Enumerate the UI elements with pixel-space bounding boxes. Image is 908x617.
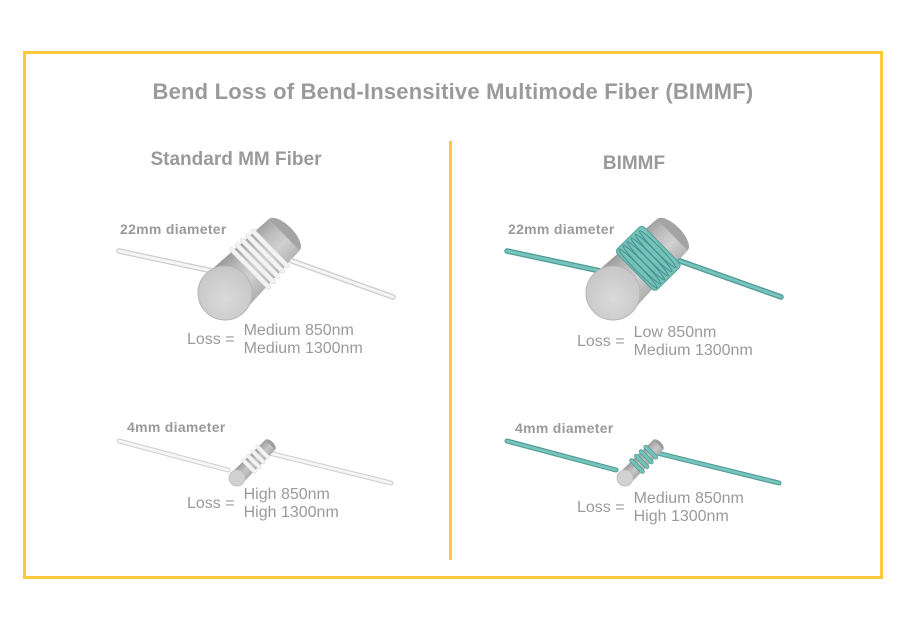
loss-bimmf-22mm: Loss = Low 850nm Medium 1300nm	[577, 324, 753, 360]
diameter-label-bimmf-4mm: 4mm diameter	[515, 420, 614, 436]
mandrel-cylinder	[197, 217, 302, 321]
loss-standard-4mm: Loss = High 850nm High 1300nm	[187, 486, 339, 522]
loss-850-value: Low 850nm	[633, 324, 717, 341]
loss-850-value: Medium 850nm	[243, 322, 354, 339]
column-header-standard: Standard MM Fiber	[150, 149, 322, 170]
fiber-wraps	[629, 444, 659, 474]
loss-equals-label: Loss =	[187, 331, 235, 348]
outer-frame	[23, 51, 883, 579]
spool-graphic-icon	[504, 217, 784, 321]
loss-1300-value: High 1300nm	[243, 504, 339, 521]
fiber-out	[677, 258, 784, 300]
loss-1300-value: Medium 1300nm	[243, 340, 363, 357]
loss-850-value: High 850nm	[243, 486, 330, 503]
loss-equals-label: Loss =	[577, 333, 625, 350]
diameter-label-standard-22mm: 22mm diameter	[120, 221, 227, 237]
loss-850-value: Medium 850nm	[633, 490, 744, 507]
mandrel-rod	[616, 439, 664, 487]
loss-1300-value: High 1300nm	[633, 508, 729, 525]
spool-graphic-icon	[116, 217, 396, 321]
fiber-wraps	[615, 225, 681, 291]
standard-4mm-rod-illustration	[95, 415, 405, 535]
rod-graphic-icon	[504, 438, 782, 487]
column-header-bimmf: BIMMF	[602, 153, 666, 174]
fiber-in	[116, 438, 231, 473]
loss-equals-label: Loss =	[577, 499, 625, 516]
fiber-out	[289, 258, 396, 300]
loss-bimmf-4mm: Loss = Medium 850nm High 1300nm	[577, 490, 744, 526]
fiber-out	[262, 449, 394, 486]
rod-graphic-icon	[116, 438, 394, 487]
loss-standard-22mm: Loss = Medium 850nm Medium 1300nm	[187, 322, 363, 358]
bimmf-4mm-rod-illustration	[483, 415, 793, 535]
mandrel-rod	[228, 439, 276, 487]
diagram-title: Bend Loss of Bend-Insensitive Multimode …	[152, 79, 754, 104]
loss-1300-value: Medium 1300nm	[633, 342, 753, 359]
standard-22mm-spool-illustration	[95, 205, 405, 370]
bimmf-22mm-spool-illustration	[483, 205, 793, 370]
fiber-wraps	[229, 228, 290, 290]
diameter-label-bimmf-22mm: 22mm diameter	[508, 221, 615, 237]
loss-equals-label: Loss =	[187, 495, 235, 512]
mandrel-cylinder	[585, 217, 690, 321]
fiber-out	[650, 449, 782, 486]
diameter-label-standard-4mm: 4mm diameter	[127, 419, 226, 435]
fiber-wraps	[241, 444, 271, 474]
column-divider	[449, 141, 452, 560]
fiber-in	[504, 438, 619, 473]
